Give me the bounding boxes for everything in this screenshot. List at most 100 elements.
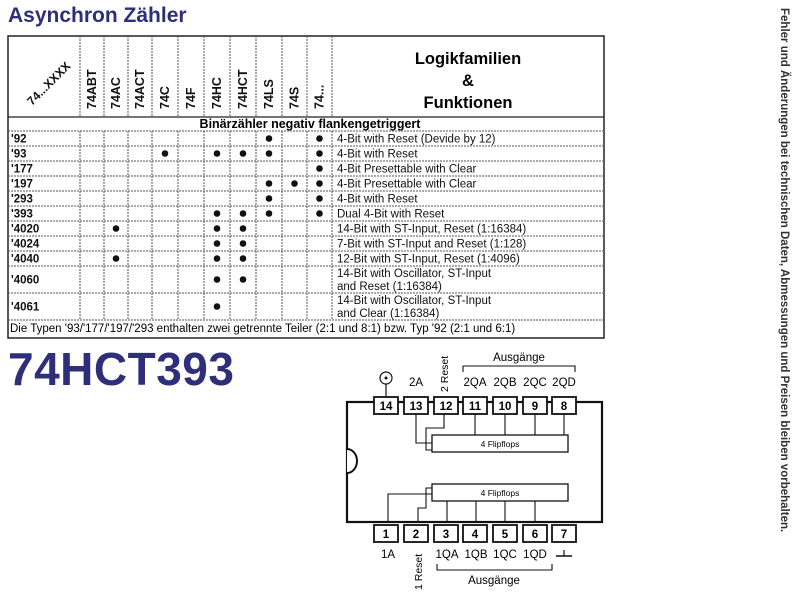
lower-flipflop-block (431, 483, 569, 502)
bottom-pin-number: 2 (413, 529, 419, 541)
availability-dot (213, 276, 221, 283)
label-1a: 1A (381, 549, 395, 561)
label-1qb: 1QB (464, 549, 487, 561)
row-type-label: '393 (11, 209, 33, 221)
availability-dot (316, 135, 323, 142)
bottom-pin (551, 524, 577, 543)
family-header: 74LS (262, 79, 276, 109)
family-header: 74AC (109, 77, 123, 109)
part-number-title: 74HCT393 (8, 343, 235, 395)
top-pin-number: 9 (532, 401, 538, 413)
bottom-group-label: Ausgänge (468, 575, 520, 587)
top-pin (462, 396, 488, 415)
family-header: 74HC (210, 77, 224, 109)
family-header: 74F (184, 87, 198, 109)
family-header: 74ACT (133, 69, 147, 109)
row-function-text: and Reset (1:16384) (337, 281, 442, 293)
vcc-symbol (379, 371, 393, 385)
availability-dot (265, 135, 273, 142)
row-function-text: 4-Bit with Reset (337, 194, 418, 206)
row-type-label: '4061 (11, 302, 40, 314)
row-function-text: 4-Bit Presettable with Clear (337, 164, 477, 176)
availability-dot (239, 276, 247, 283)
availability-dot (316, 210, 323, 217)
availability-dot (112, 225, 120, 232)
bottom-pin (522, 524, 548, 543)
header-right-line-1: Logikfamilien (415, 50, 521, 68)
top-pin (373, 396, 399, 415)
row-type-label: '93 (11, 149, 27, 161)
table-marks (112, 135, 323, 310)
availability-dot (265, 195, 273, 202)
availability-dot (316, 150, 323, 157)
row-function-text: 4-Bit Presettable with Clear (337, 179, 477, 191)
row-function-text: 14-Bit with Oscillator, ST-Input (337, 295, 492, 307)
table-footnote: Die Typen '93/'177/'197/'293 enthalten z… (10, 323, 515, 335)
availability-dot (239, 255, 247, 262)
row-type-label: '4040 (11, 254, 39, 266)
label-2qa: 2QA (463, 377, 486, 389)
label-1qa: 1QA (435, 549, 458, 561)
row-function-text: 14-Bit with Oscillator, ST-Input (337, 268, 492, 280)
availability-dot (316, 180, 323, 187)
family-header: 74ABT (85, 69, 99, 109)
row-function-text: 7-Bit with ST-Input and Reset (1:128) (337, 239, 526, 251)
availability-dot (316, 195, 323, 202)
availability-dot (239, 150, 247, 157)
bottom-pin-number: 3 (443, 529, 449, 541)
availability-dot (112, 255, 120, 262)
top-pin-number: 12 (440, 401, 453, 413)
family-header: 74... (313, 85, 327, 109)
label-2a: 2A (409, 377, 423, 389)
availability-dot (265, 150, 273, 157)
top-group-label: Ausgänge (493, 352, 545, 364)
top-pin (551, 396, 577, 415)
family-header: 74C (158, 86, 172, 109)
availability-dot (265, 180, 273, 187)
side-disclaimer: Fehler und Änderungen bei technischen Da… (776, 8, 798, 592)
section-label: Binärzähler negativ flankengetriggert (200, 117, 422, 131)
top-pin (403, 396, 429, 415)
row-type-label: '197 (11, 179, 33, 191)
availability-dot (213, 255, 221, 262)
top-pin-number: 14 (380, 401, 393, 413)
bottom-pin-number: 7 (561, 529, 567, 541)
availability-dot (213, 150, 221, 157)
bottom-pin (433, 524, 459, 543)
availability-dot (239, 240, 247, 247)
bottom-pin-number: 4 (472, 529, 479, 541)
top-pin-number: 11 (469, 401, 482, 413)
row-type-label: '92 (11, 134, 27, 146)
availability-dot (239, 210, 247, 217)
flipflop-label-lower: 4 Flipflops (481, 488, 520, 498)
family-header: 74S (288, 87, 302, 109)
row-type-label: '4060 (11, 275, 39, 287)
row-function-text: 14-Bit with ST-Input, Reset (1:16384) (337, 224, 526, 236)
availability-dot (213, 210, 221, 217)
availability-dot (265, 210, 273, 217)
top-pin-number: 10 (499, 401, 512, 413)
bottom-pin (492, 524, 518, 543)
row-function-text: and Clear (1:16384) (337, 308, 439, 320)
availability-dot (213, 303, 221, 310)
availability-dot (239, 225, 247, 232)
row-function-text: 4-Bit with Reset (Devide by 12) (337, 134, 496, 146)
row-function-text: 12-Bit with ST-Input, Reset (1:4096) (337, 254, 520, 266)
availability-dot (316, 165, 323, 172)
bottom-pin (403, 524, 429, 543)
availability-dot (213, 225, 221, 232)
bottom-pin (462, 524, 488, 543)
row-type-label: '4024 (11, 239, 40, 251)
top-pin (433, 396, 459, 415)
header-right-line-2: & (462, 72, 474, 90)
row-function-text: Dual 4-Bit with Reset (337, 209, 445, 221)
side-disclaimer-text: Fehler und Änderungen bei technischen Da… (778, 8, 790, 533)
top-pin (492, 396, 518, 415)
label-2qd: 2QD (552, 377, 576, 389)
row-type-label: '4020 (11, 224, 39, 236)
row-type-label: '293 (11, 194, 33, 206)
